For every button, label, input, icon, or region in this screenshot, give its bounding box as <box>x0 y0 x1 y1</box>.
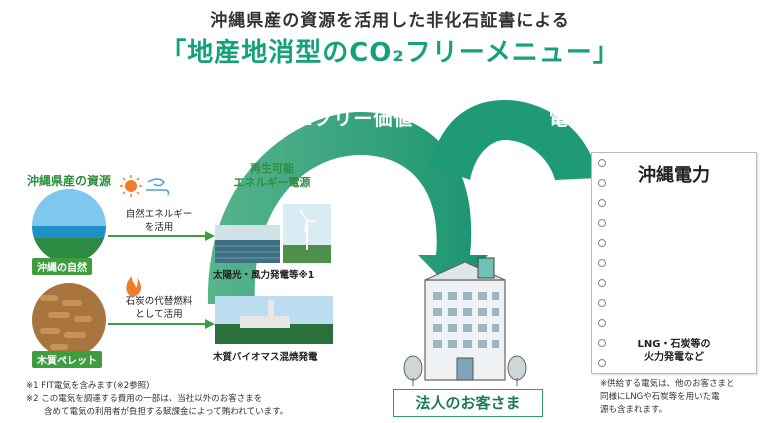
pellet-tag: 木質ペレット <box>32 351 102 368</box>
nature-arrowhead <box>205 231 215 241</box>
okiden-note-line-1: ※供給する電気は、他のお客さまと <box>600 379 735 389</box>
building-icon <box>424 257 506 381</box>
pellet-flow-line-2: として活用 <box>135 309 183 320</box>
footnote-1: ※1 FIT電気を含みます(※2参照) <box>26 381 150 391</box>
okiden-caption-line-1: LNG・石炭等の <box>637 339 711 350</box>
electricity-text: 電 気 <box>549 108 597 130</box>
okiden-title: 沖縄電力 <box>638 165 710 186</box>
pellet-arrowhead <box>205 319 215 329</box>
tree-icon <box>403 355 527 386</box>
footnote-2a: ※2 この電気を調達する費用の一部は、当社以外のお客さまを <box>26 394 263 404</box>
okinawa-nature-photo <box>32 189 106 263</box>
page-title: 「地産地消型のCO₂フリーメニュー」 <box>160 38 620 68</box>
renewable-heading-line-2: エネルギー電源 <box>233 176 311 189</box>
solar-photo <box>215 225 280 263</box>
okiden-note: ※供給する電気は、他のお客さまと 同様にLNGや石炭等を用いた電 源も含まれます… <box>600 378 776 417</box>
nature-tag: 沖縄の自然 <box>32 258 92 275</box>
pellet-flow-text: 石炭の代替燃料 として活用 <box>113 295 205 321</box>
solar-wind-caption: 太陽光・風力発電等※1 <box>213 270 315 281</box>
co2-value-label: CO₂フリー価値 <box>272 108 414 130</box>
page-subtitle: 沖縄県産の資源を活用した非化石証書による <box>210 11 570 31</box>
flame-icon <box>126 276 141 296</box>
nature-flow-text: 自然エネルギー を活用 <box>113 208 205 234</box>
renewable-heading-line-1: 再生可能 <box>250 162 294 175</box>
okiden-note-line-2: 同様にLNGや石炭等を用いた電 <box>600 392 720 402</box>
sun-icon <box>120 175 142 197</box>
okiden-caption: LNG・石炭等の 火力発電など <box>592 338 756 364</box>
renewable-heading: 再生可能 エネルギー電源 <box>222 162 322 190</box>
biomass-plant-photo <box>215 296 333 344</box>
footnotes: ※1 FIT電気を含みます(※2参照) ※2 この電気を調達する費用の一部は、当… <box>26 380 356 419</box>
okiden-caption-line-2: 火力発電など <box>644 352 704 363</box>
wood-pellet-photo <box>32 283 106 357</box>
biomass-caption: 木質バイオマス混焼発電 <box>213 352 318 363</box>
wind-icon <box>146 178 170 196</box>
electricity-arrow <box>430 100 598 180</box>
nature-flow-line-2: を活用 <box>144 222 174 233</box>
footnote-2b: 含めて電気の利用者が負担する賦課金によって賄われています。 <box>44 407 289 417</box>
okiden-panel: 沖縄電力 LNG・石炭等の 火力発電など <box>591 152 757 374</box>
electricity-label: 電 気※ <box>549 104 605 131</box>
pellet-flow-line-1: 石炭の代替燃料 <box>125 296 193 307</box>
okiden-note-line-3: 源も含まれます。 <box>600 405 668 415</box>
co2-value-arrow <box>207 112 488 304</box>
electricity-mark: ※ <box>596 110 606 121</box>
nature-flow-line-1: 自然エネルギー <box>125 209 193 220</box>
resources-heading: 沖縄県産の資源 <box>27 174 112 188</box>
wind-turbine-photo <box>283 204 331 263</box>
customer-label: 法人のお客さま <box>393 389 543 417</box>
